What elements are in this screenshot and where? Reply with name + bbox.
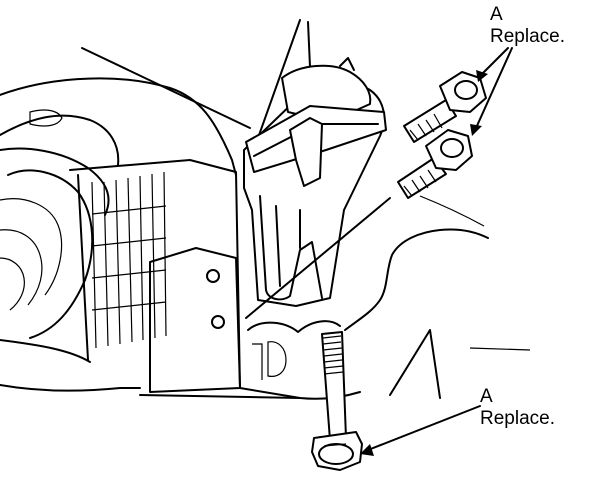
callout-bottom-letter: A [480,386,493,407]
callout-top-text: Replace. [490,26,565,47]
callout-arrows [360,47,513,456]
middle-bolt [397,129,473,199]
engine-background [0,77,531,400]
callout-bottom-text: Replace. [480,408,555,429]
callout-bottom: A Replace. [480,386,555,430]
engine-mount-bracket [243,57,387,307]
upper-bolt [403,71,487,143]
through-bolt [245,197,391,471]
callout-top-letter: A [490,4,503,25]
callout-top: A Replace. [490,4,565,48]
